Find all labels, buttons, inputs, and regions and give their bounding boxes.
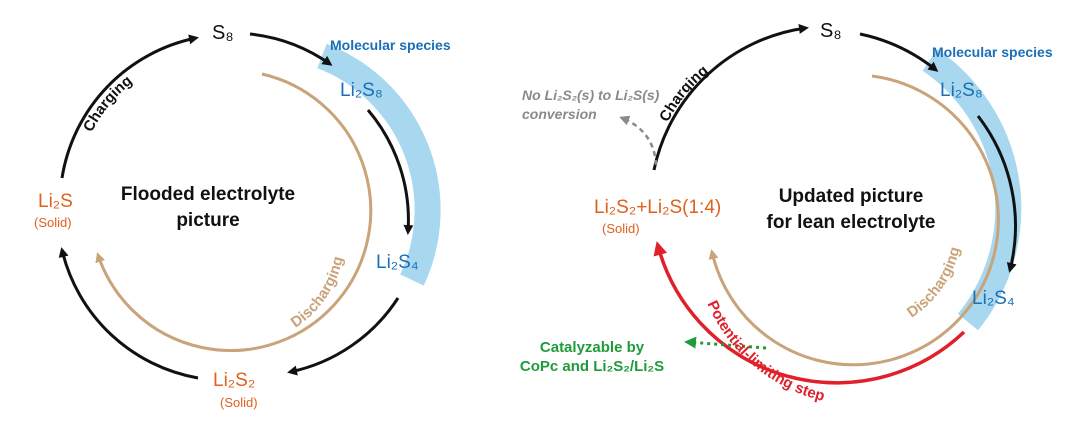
right-no-conversion-line2: conversion	[522, 106, 597, 122]
right-no-conversion-line1: No Li₂S₂(s) to Li₂S(s)	[522, 87, 660, 103]
left-center-line1: Flooded electrolyte	[120, 184, 296, 205]
left-charging-label: Charging	[80, 72, 136, 134]
right-center-line1: Updated picture	[778, 186, 924, 207]
right-molecular-species-label: Molecular species	[932, 44, 1053, 60]
right-catalyzable-note: Catalyzable by CoPc and Li₂S₂/Li₂S	[512, 338, 672, 376]
left-li2s2-state-label: (Solid)	[220, 395, 258, 410]
right-potential-limiting-label: Potential-limiting step	[704, 298, 827, 405]
right-s8-to-li2s8-arrow	[859, 32, 939, 72]
right-li2s4-label: Li₂S₄	[972, 288, 1015, 309]
right-molecular-band	[922, 49, 1022, 331]
left-molecular-band	[317, 43, 441, 286]
right-charging-arrow	[652, 23, 809, 171]
right-discharging-label: Discharging	[904, 245, 964, 321]
left-li2s2-label: Li₂S₂	[213, 370, 256, 391]
right-center-line2: for lean electrolyte	[766, 212, 936, 233]
left-li2s-state-label: (Solid)	[34, 215, 72, 230]
right-catalyzable-line2: CoPc and Li₂S₂/Li₂S	[519, 358, 665, 375]
right-catalyzable-arrow	[684, 336, 767, 350]
left-charging-arrow	[60, 34, 199, 179]
left-center-title: Flooded electrolyte picture	[118, 182, 298, 234]
right-s8-label: S₈	[820, 20, 842, 42]
right-center-title: Updated picture for lean electrolyte	[746, 184, 956, 236]
right-catalyzable-line1: Catalyzable by	[539, 339, 645, 356]
right-li2s8-to-li2s4-arrow	[976, 115, 1017, 273]
left-li2s-label: Li₂S	[38, 191, 73, 212]
left-molecular-species-label: Molecular species	[330, 37, 451, 53]
right-li2s8-label: Li₂S₈	[940, 80, 983, 101]
right-charging-label: Charging	[656, 62, 711, 125]
left-li2s2-to-li2s-arrow	[58, 247, 199, 380]
left-li2s4-to-li2s2-arrow	[287, 297, 400, 376]
right-no-conversion-note: No Li₂S₂(s) to Li₂S(s) conversion	[522, 86, 659, 124]
right-potential-limiting-arrow	[653, 241, 966, 385]
left-li2s8-label: Li₂S₈	[340, 80, 383, 101]
right-mix-label: Li₂S₂+Li₂S(1:4)	[594, 197, 722, 218]
left-s8-label: S₈	[212, 22, 234, 44]
right-mix-state-label: (Solid)	[602, 221, 640, 236]
left-li2s8-to-li2s4-arrow	[366, 109, 414, 235]
left-s8-to-li2s8-arrow	[249, 32, 333, 66]
right-no-conversion-arrow	[619, 115, 658, 166]
left-discharging-arrow	[95, 72, 373, 352]
right-discharging-arrow	[708, 74, 1000, 367]
left-center-line2: picture	[176, 210, 240, 231]
left-li2s4-label: Li₂S₄	[376, 252, 419, 273]
